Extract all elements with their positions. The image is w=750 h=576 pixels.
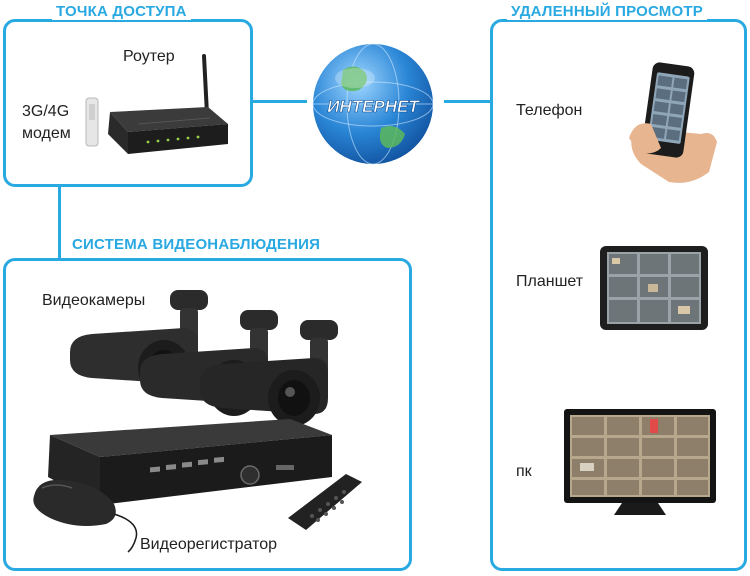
remote-view-heading: УДАЛЕННЫЙ ПРОСМОТР: [507, 3, 707, 20]
mouse-icon: [33, 479, 138, 553]
connector-access-internet: [252, 100, 307, 103]
cameras-icon: [70, 290, 338, 426]
pc-label: пк: [516, 463, 532, 480]
modem-label-line2: модем: [22, 125, 71, 142]
pc-monitor-icon: [564, 409, 716, 515]
modem-icon: [85, 97, 99, 147]
internet-globe-icon: ИНТЕРНЕТ: [312, 43, 434, 165]
remote-control-icon: [288, 474, 362, 530]
tablet-icon: [600, 246, 708, 330]
router-label: Роутер: [123, 48, 175, 65]
connector-internet-remote: [444, 100, 491, 103]
router-icon: [108, 54, 228, 154]
dvr-label: Видеорегистратор: [140, 536, 278, 553]
connector-access-surveillance: [58, 186, 61, 259]
internet-label: ИНТЕРНЕТ: [327, 97, 420, 116]
tablet-label: Планшет: [516, 273, 584, 290]
surveillance-heading: СИСТЕМА ВИДЕОНАБЛЮДЕНИЯ: [68, 236, 325, 253]
phone-icon: [629, 62, 717, 183]
phone-label: Телефон: [516, 102, 583, 119]
access-point-box: [3, 19, 253, 187]
modem-label-line1: 3G/4G: [22, 103, 70, 120]
access-point-heading: ТОЧКА ДОСТУПА: [52, 3, 191, 20]
cameras-label: Видеокамеры: [42, 292, 146, 309]
